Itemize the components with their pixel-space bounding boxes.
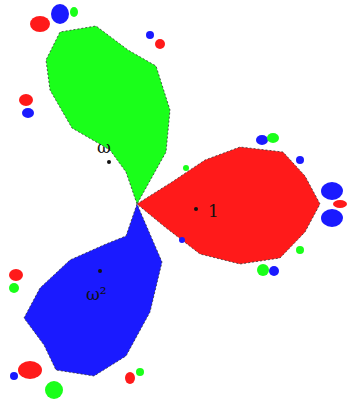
root-dot (194, 207, 198, 211)
basin-red (137, 147, 320, 264)
root-dot (98, 269, 102, 273)
basin-blue (24, 204, 162, 376)
tip-lobes (10, 4, 347, 399)
root-label: ω² (86, 286, 107, 303)
root-label: 1 (208, 203, 219, 220)
root-label: ω (97, 139, 111, 156)
basin-green (46, 26, 170, 204)
root-dot (107, 160, 111, 164)
edge-lobes (9, 31, 304, 384)
